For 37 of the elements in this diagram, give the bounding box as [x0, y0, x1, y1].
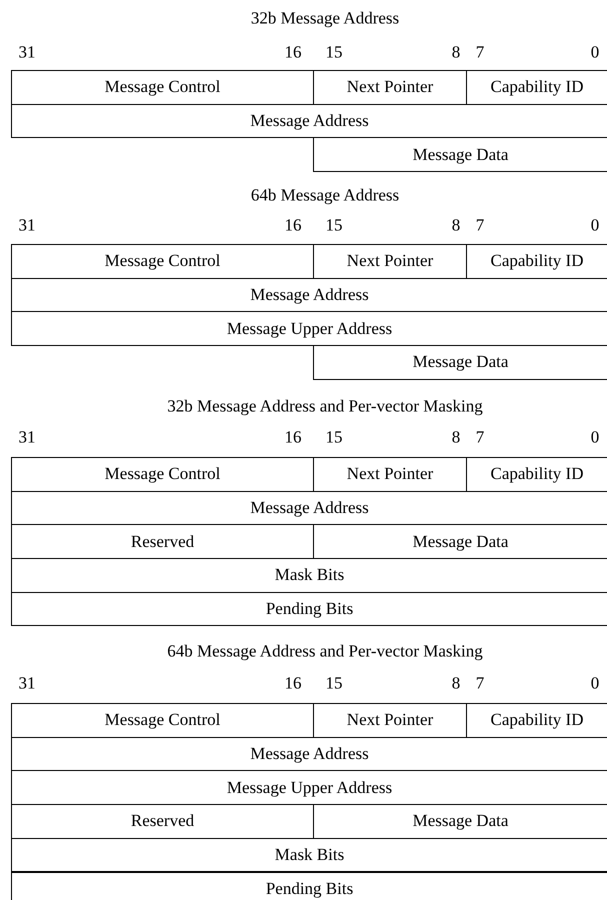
- register-field: Message Control: [11, 703, 314, 738]
- bit-number: 7: [476, 44, 484, 62]
- register-field: Message Control: [11, 244, 314, 279]
- bit-number: 8: [452, 674, 460, 694]
- bit-number: 15: [326, 674, 342, 694]
- bit-number: 0: [590, 44, 600, 62]
- bit-number: 15: [326, 216, 342, 236]
- section-heading: 64b Message Address and Per-vector Masking: [167, 642, 483, 662]
- bit-number: 7: [476, 674, 484, 694]
- register-field: Mask Bits: [11, 838, 607, 872]
- bit-number: 8: [452, 44, 460, 62]
- bit-number: 16: [284, 44, 302, 62]
- bit-number: 0: [590, 428, 600, 448]
- bit-number: 15: [326, 44, 342, 62]
- bit-number: 16: [284, 216, 302, 236]
- section-heading: 32b Message Address: [250, 10, 400, 28]
- register-field: Pending Bits: [11, 872, 607, 900]
- bit-number: 0: [590, 674, 600, 694]
- bit-number: 31: [18, 674, 36, 694]
- bit-number: 8: [452, 428, 460, 448]
- bit-number: 16: [284, 674, 302, 694]
- bit-number: 7: [476, 428, 484, 448]
- bit-number: 7: [476, 216, 484, 236]
- register-field: Message Data: [313, 345, 607, 380]
- bit-number: 16: [284, 428, 302, 448]
- register-field: Message Data: [313, 137, 607, 172]
- register-field: Pending Bits: [11, 592, 607, 626]
- register-field: Message Control: [11, 457, 314, 492]
- bit-number: 8: [452, 216, 460, 236]
- bit-number: 31: [18, 216, 36, 236]
- section-heading: 64b Message Address: [250, 186, 400, 206]
- register-field: Message Control: [11, 70, 314, 105]
- bit-number: 31: [18, 44, 36, 62]
- bit-number: 0: [590, 216, 600, 236]
- bit-number: 31: [18, 428, 36, 448]
- section-heading: 32b Message Address and Per-vector Masking: [167, 398, 483, 416]
- bit-number: 15: [326, 428, 342, 448]
